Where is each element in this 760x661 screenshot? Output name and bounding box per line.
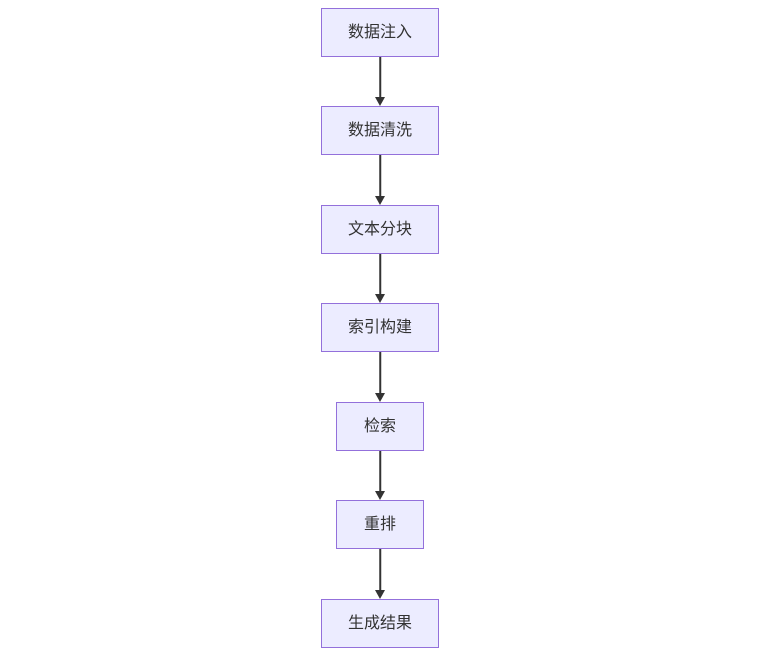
arrowhead-down-icon [375, 97, 385, 106]
flow-node-label: 文本分块 [347, 220, 412, 238]
arrowhead-down-icon [375, 590, 385, 599]
flow-arrow-down [375, 549, 385, 599]
arrow-line [379, 155, 381, 198]
arrowhead-down-icon [375, 393, 385, 402]
arrow-line [379, 549, 381, 592]
arrow-line [379, 451, 381, 493]
flow-node-label: 数据清洗 [347, 121, 412, 139]
flow-arrow-down [375, 155, 385, 205]
flow-node-label: 重排 [363, 515, 396, 533]
flow-node-label: 检索 [363, 417, 396, 435]
arrow-line [379, 352, 381, 395]
flow-arrow-down [375, 254, 385, 303]
flow-node-rerank: 重排 [336, 500, 424, 549]
flow-arrow-down [375, 57, 385, 106]
flow-node-text-chunk: 文本分块 [321, 205, 439, 254]
arrow-line [379, 254, 381, 296]
flow-node-index-build: 索引构建 [321, 303, 439, 352]
flow-node-retrieval: 检索 [336, 402, 424, 451]
arrowhead-down-icon [375, 196, 385, 205]
arrowhead-down-icon [375, 491, 385, 500]
flow-arrow-down [375, 451, 385, 500]
flow-node-data-ingest: 数据注入 [321, 8, 439, 57]
arrowhead-down-icon [375, 294, 385, 303]
arrow-line [379, 57, 381, 99]
flow-node-label: 数据注入 [347, 23, 412, 41]
flow-node-data-clean: 数据清洗 [321, 106, 439, 155]
flow-node-label: 索引构建 [347, 318, 412, 336]
flow-node-label: 生成结果 [347, 614, 412, 632]
flow-arrow-down [375, 352, 385, 402]
flow-node-generate-result: 生成结果 [321, 599, 439, 648]
